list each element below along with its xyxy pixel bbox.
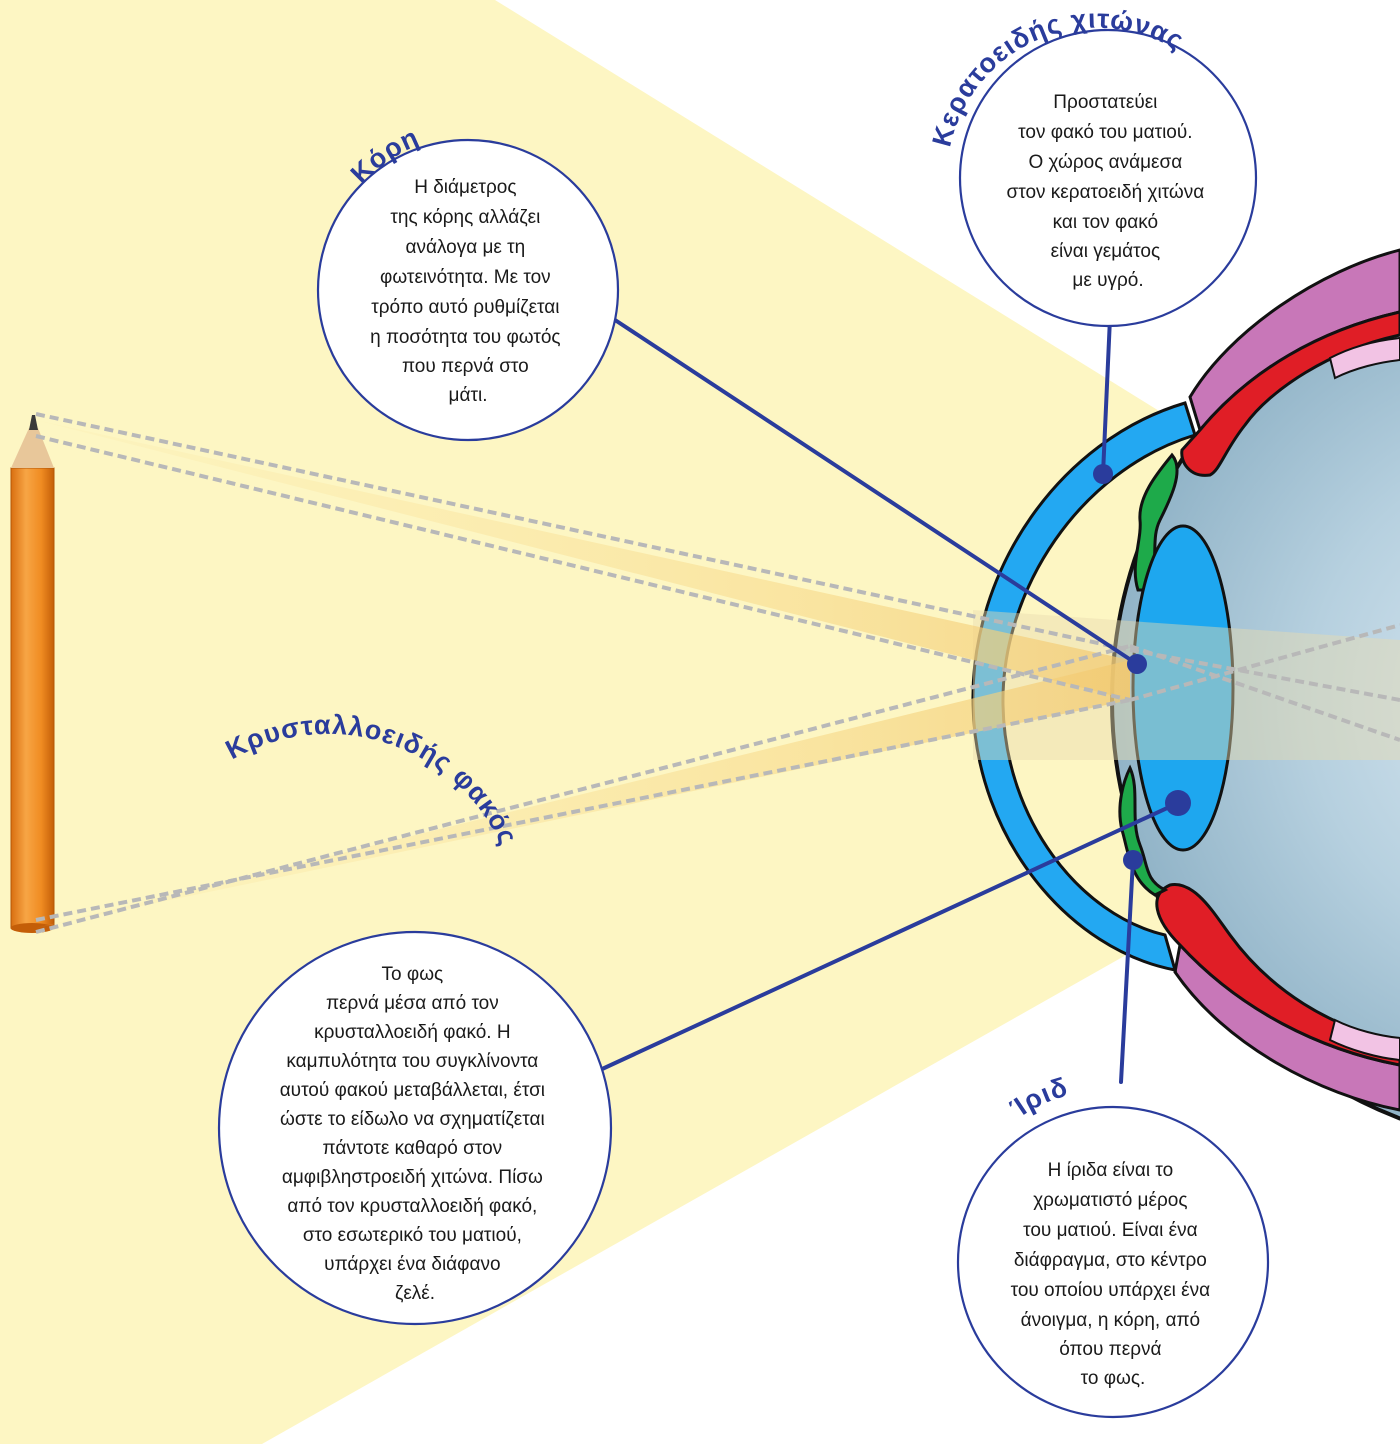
pencil-icon xyxy=(10,415,55,933)
cornea-leader xyxy=(1101,316,1112,476)
cornea-callout: Κερατοειδής χιτώνας Προστατεύει τον φακό… xyxy=(926,4,1258,328)
light-rays xyxy=(35,412,1400,934)
iris-leader-dot xyxy=(1123,850,1143,870)
lens-leader-dot xyxy=(1165,790,1191,816)
svg-text:Η ίριδα είναι το χρωματι: Η ίριδα είναι το χρωματιστό μέρος του μα… xyxy=(1011,1160,1216,1389)
iris-leader xyxy=(1119,858,1135,1084)
lens-leader xyxy=(598,801,1180,1072)
svg-text:Η διάμετρος της κόρης αλ: Η διάμετρος της κόρης αλλάζει ανάλογα με… xyxy=(370,177,566,406)
pupil-leader-dot xyxy=(1127,654,1147,674)
svg-text:Το φως περνά μέσα από το: Το φως περνά μέσα από τον κρυσταλλοειδή … xyxy=(280,964,551,1304)
eye-cross-section xyxy=(971,248,1400,1121)
pupil-leader xyxy=(610,316,1139,666)
svg-text:Προστατεύει τον φακό του: Προστατεύει τον φακό του ματιού. Ο χώρος… xyxy=(1006,92,1209,291)
cornea-leader-dot xyxy=(1093,464,1113,484)
pupil-callout: Κόρη Η διάμετρος της κόρης αλλάζει ανάλο… xyxy=(316,122,620,442)
